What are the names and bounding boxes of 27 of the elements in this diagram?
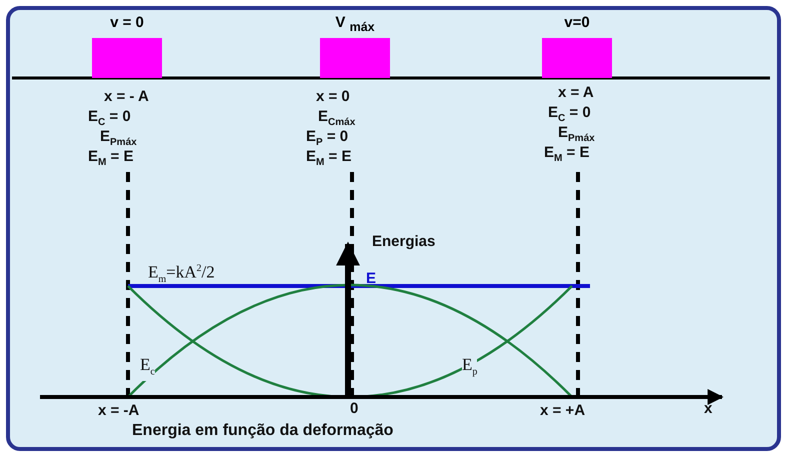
position-label: x = - A [104,88,149,106]
velocity-label: V $_{máx}$ [334,14,376,36]
velocity-label: v = 0 [109,14,145,32]
position-label: x = +A [540,402,586,420]
energy-label: E$_{M}$ = E [88,148,134,170]
curve-label: E$_{c}$ [140,356,155,382]
energy-label: E$_{M}$ = E [544,144,590,166]
sliding-block [540,14,614,78]
position-label: x = -A [98,402,140,420]
energy-label: E$_{C}$ = 0 [88,108,131,130]
energy-label: E$_{C}$ = 0 [548,104,591,126]
position-label: x = A [558,84,594,102]
position-label: 0 [350,400,358,418]
energy-label: E$_{Pmáx}$ [558,124,595,146]
energy-label: E$_{Pmáx}$ [100,128,137,150]
axis-label: Energias [372,233,436,251]
position-label: x = 0 [316,88,350,106]
energy-label: E$_{P}$ = 0 [306,128,348,150]
energy-label: E$_{Cmáx}$ [318,108,356,130]
curve-label: E [366,270,376,288]
energy-formula: E$_{m}$=kA$^{2}$/2 [148,262,215,288]
axis-label: x [704,400,712,418]
sliding-block [318,14,392,78]
energy-label: E$_{M}$ = E [306,148,352,170]
velocity-label: v=0 [563,14,591,32]
caption: Energia em função da deformação [132,422,394,440]
sliding-block [90,14,164,78]
